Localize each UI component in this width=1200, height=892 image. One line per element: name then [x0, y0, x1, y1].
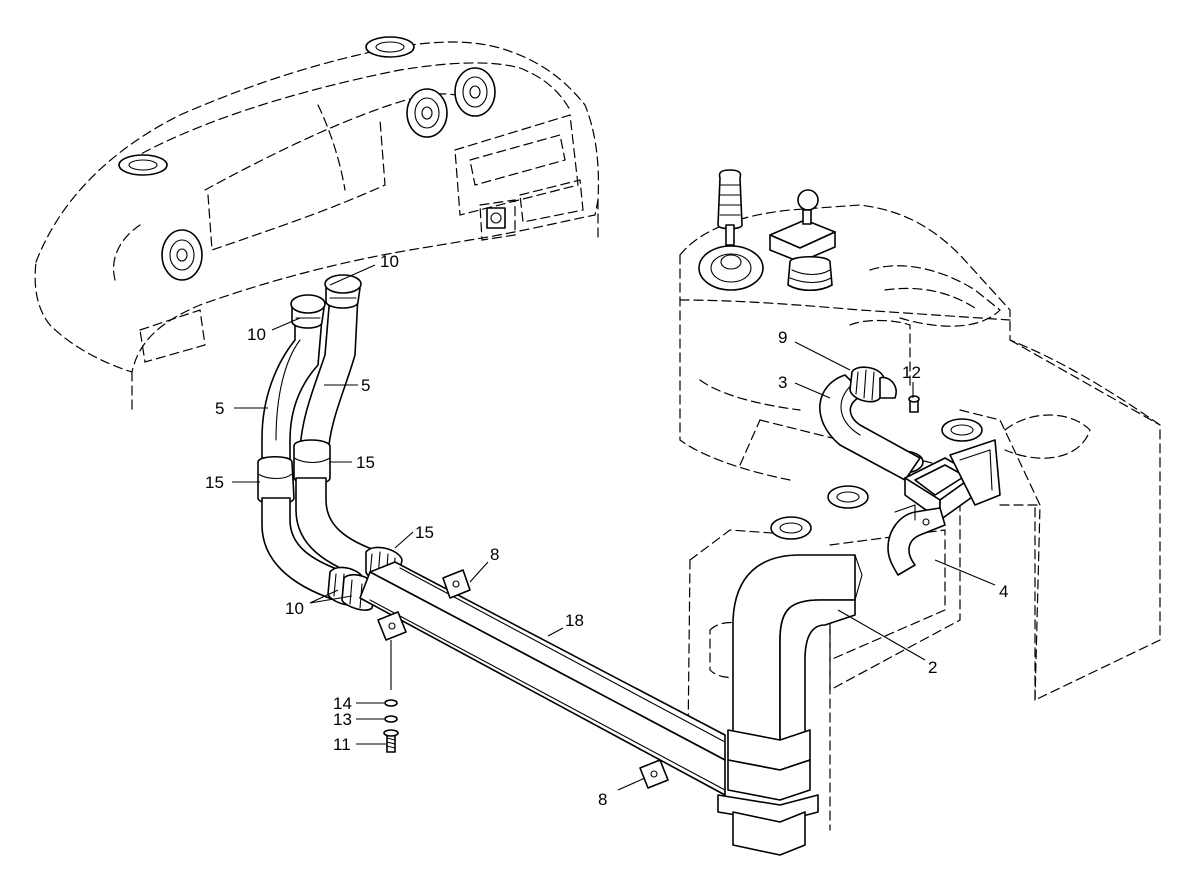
- bend-hose: [819, 366, 921, 481]
- bracket-bottom: [639, 759, 669, 789]
- callout-10-top: 10: [380, 252, 399, 271]
- sleeve-left: [257, 455, 295, 505]
- dashboard-vents: [118, 36, 506, 281]
- joystick-knob: [797, 189, 819, 211]
- lever-grip: [717, 169, 743, 230]
- bracket-top: [442, 569, 471, 599]
- control-levers: [698, 169, 836, 292]
- fastener-stack: [383, 640, 399, 753]
- callout-15-right: 15: [356, 453, 375, 472]
- callout-8-top: 8: [490, 545, 499, 564]
- dashboard-outline: [34, 41, 599, 411]
- washer-14: [384, 699, 398, 707]
- riser-duct: [717, 554, 863, 856]
- nozzle-bracket: [887, 507, 946, 576]
- callout-2: 2: [928, 658, 937, 677]
- defrost-vent-top: [365, 36, 415, 58]
- screw-12: [908, 395, 920, 413]
- callout-10-left: 10: [247, 325, 266, 344]
- callout-15-center: 15: [415, 523, 434, 542]
- callout-11: 11: [333, 735, 351, 754]
- hose-cap-right: [324, 274, 362, 309]
- callout-5-left: 5: [215, 399, 224, 418]
- dash-switch: [486, 207, 506, 229]
- callout-14: 14: [333, 694, 352, 713]
- callout-12: 12: [902, 363, 921, 382]
- callout-5-right: 5: [361, 376, 370, 395]
- callout-18: 18: [565, 611, 584, 630]
- callout-8-bottom: 8: [598, 790, 607, 809]
- callout-3: 3: [778, 373, 787, 392]
- lever-boot: [698, 245, 764, 291]
- washer-13: [384, 715, 398, 723]
- callout-15-left: 15: [205, 473, 224, 492]
- defrost-vent-left: [118, 154, 168, 176]
- callout-4: 4: [999, 582, 1008, 601]
- hose-cap-left: [290, 294, 326, 329]
- hose-clamp-9: [849, 366, 885, 403]
- leader-lines: [232, 264, 996, 791]
- main-duct-tube: [359, 561, 726, 796]
- lever-shaft: [725, 224, 735, 246]
- callout-10-bottom: 10: [285, 599, 304, 618]
- callout-9: 9: [778, 328, 787, 347]
- dash-vent-right: [454, 67, 496, 117]
- joystick-boot: [787, 255, 833, 292]
- callout-13: 13: [333, 710, 352, 729]
- bracket-mid: [377, 611, 407, 641]
- callout-labels: 10 10 5 5 15 15 15 10 8 8 18 14 13 11 9 …: [205, 252, 1008, 809]
- dash-vent-center: [406, 88, 448, 138]
- outlet-nozzle: [887, 439, 1001, 576]
- dash-vent-left: [161, 229, 203, 281]
